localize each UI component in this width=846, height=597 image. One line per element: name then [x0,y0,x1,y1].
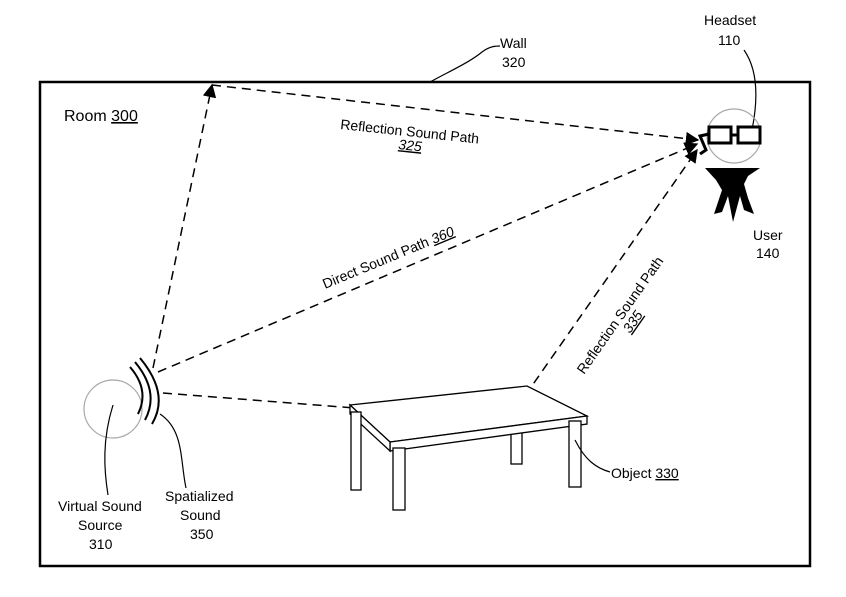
virtual-sound-source-circle [83,379,143,439]
spatialized-sound-label-line1: Spatialized [165,488,234,504]
virtual-source-label-line1: Virtual Sound [58,498,142,514]
path-wall-to-user [211,84,700,146]
spatialized-sound-ref: 350 [190,526,214,542]
user-figure-icon [705,168,760,222]
wall-leader-line [429,45,501,83]
virtual-source-ref: 310 [89,536,113,552]
spatialized-sound-leader-line [159,413,187,489]
table-object-icon [348,385,590,511]
wall-label: Wall [500,35,527,51]
path-source-to-wall [152,83,217,369]
object-label: Object 330 [611,465,679,481]
spatialized-sound-label-line2: Sound [180,507,220,523]
headset-glasses-icon [697,125,762,156]
room-label: Room 300 [64,108,138,125]
direct-path-label: Direct Sound Path 360 [320,223,456,292]
headset-ref: 110 [718,32,741,48]
headset-label: Headset [704,12,756,28]
object-leader-line [574,439,611,473]
sound-wave-icon [129,357,160,425]
path-direct [157,142,699,373]
virtual-source-label-line2: Source [78,517,123,533]
user-ref: 140 [756,245,780,261]
reflection-path-325-ref: 325 [398,136,423,154]
headset-leader-line [743,49,757,131]
room-boundary [38,80,812,568]
virtual-source-leader-line [104,404,114,496]
reflection-path-335-label: Reflection Sound Path [573,253,666,376]
path-object-to-user [507,148,698,421]
wall-ref: 320 [502,54,526,70]
user-label: User [753,227,783,243]
